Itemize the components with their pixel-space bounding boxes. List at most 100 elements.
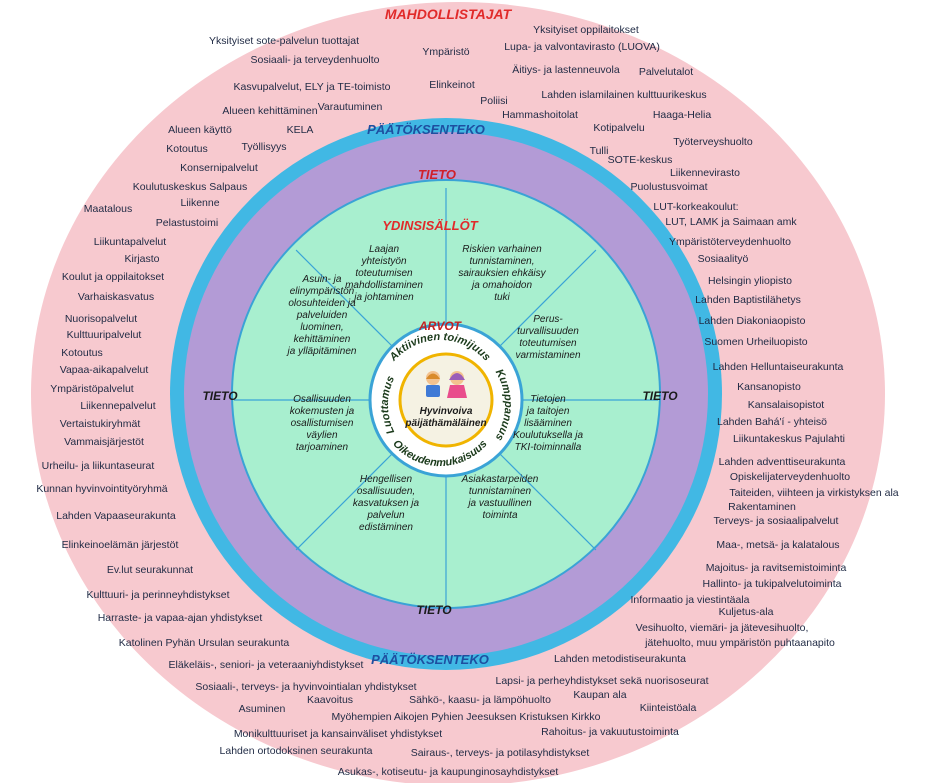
info-title-top: TIETO xyxy=(418,167,456,182)
center-title-line1: Hyvinvoiva xyxy=(420,406,473,417)
enabler-label: jätehuolto, muu ympäristön puhtaanapito xyxy=(644,637,835,649)
enabler-label: Sosiaali- ja terveydenhuolto xyxy=(251,54,380,66)
enabler-label: Lahden metodistiseurakunta xyxy=(554,653,686,665)
enabler-label: Sähkö-, kaasu- ja lämpöhuolto xyxy=(409,694,551,706)
enabler-label: Poliisi xyxy=(480,95,507,107)
enabler-label: Asuminen xyxy=(239,703,286,715)
enabler-label: Varautuminen xyxy=(318,101,383,113)
enabler-label: Liikenne xyxy=(180,197,219,209)
enabler-label: Kansalaisopistot xyxy=(748,399,825,411)
enabler-label: Kaupan ala xyxy=(573,689,626,701)
enabler-label: Ympäristöterveydenhuolto xyxy=(669,236,791,248)
enabler-label: Sosiaali-, terveys- ja hyvinvointialan y… xyxy=(195,681,416,693)
enabler-label: Vammaisjärjestöt xyxy=(64,436,144,448)
enabler-label: Liikuntakeskus Pajulahti xyxy=(733,433,845,445)
sector-divider xyxy=(295,453,393,551)
enabler-label: Maatalous xyxy=(84,203,132,215)
enabler-label: Lahden Diakoniaopisto xyxy=(699,315,806,327)
enabler-label: Kotipalvelu xyxy=(593,122,645,134)
enabler-label: Vesihuolto, viemäri- ja jätevesihuolto, xyxy=(636,622,809,634)
enabler-label: Palvelutalot xyxy=(639,66,693,78)
enabler-label: Ympäristö xyxy=(422,46,469,58)
decision-title-top: PÄÄTÖKSENTEKO xyxy=(367,122,485,137)
enabler-label: Elinkeinoelämän järjestöt xyxy=(62,539,179,551)
enabler-label: Puolustusvoimat xyxy=(630,181,707,193)
enabler-label: Majoitus- ja ravitsemistoiminta xyxy=(706,562,847,574)
enabler-label: Liikennevirasto xyxy=(670,167,740,179)
enabler-label: Rakentaminen xyxy=(728,501,796,513)
enabler-label: Konsernipalvelut xyxy=(180,162,258,174)
enablers-title: MAHDOLLISTAJAT xyxy=(385,6,513,22)
value-trust: Luottamus xyxy=(379,374,397,436)
enabler-label: Kasvupalvelut, ELY ja TE-toimisto xyxy=(234,81,391,93)
enabler-label: Myöhempien Aikojen Pyhien Jeesuksen Kris… xyxy=(331,711,600,723)
enabler-label: Urheilu- ja liikuntaseurat xyxy=(42,460,155,472)
enabler-label: Työterveyshuolto xyxy=(673,136,753,148)
center-circle xyxy=(398,352,494,448)
center-title-line2: päijäthämäläinen xyxy=(404,418,486,429)
enabler-label: Ev.lut seurakunnat xyxy=(107,564,193,576)
enabler-label: Hallinto- ja tukipalvelutoiminta xyxy=(703,578,842,590)
enabler-label: Elinkeinot xyxy=(429,79,475,91)
enabler-label: Lapsi- ja perheyhdistykset sekä nuorisos… xyxy=(495,675,708,687)
decision-title-bottom: PÄÄTÖKSENTEKO xyxy=(371,652,489,667)
enabler-label: Lahden Baptistilähetys xyxy=(695,294,801,306)
enabler-label: Lahden Helluntaiseurakunta xyxy=(713,361,844,373)
enabler-label: Pelastustoimi xyxy=(156,217,218,229)
sector-divider xyxy=(295,249,393,347)
enabler-label: Maa-, metsä- ja kalatalous xyxy=(716,539,839,551)
enabler-label: Alueen käyttö xyxy=(168,124,232,136)
enabler-label: Hammashoitolat xyxy=(502,109,578,121)
enabler-label: Opiskelijaterveydenhuolto xyxy=(730,471,850,483)
enabler-label: Haaga-Helia xyxy=(653,109,712,121)
enabler-label: Helsingin yliopisto xyxy=(708,275,792,287)
enabler-label: Taiteiden, viihteen ja virkistyksen ala xyxy=(729,487,898,499)
enabler-label: Suomen Urheiluopisto xyxy=(704,336,807,348)
core-contents-title: YDINSISÄLLÖT xyxy=(382,218,478,233)
enabler-label: Sosiaalityö xyxy=(698,253,749,265)
enabler-label: Kiinteistöala xyxy=(640,702,697,714)
enabler-label: Eläkeläis-, seniori- ja veteraaniyhdisty… xyxy=(169,659,364,671)
enabler-label: Kotoutus xyxy=(166,143,207,155)
enabler-label: Monikulttuuriset ja kansainväliset yhdis… xyxy=(234,728,442,740)
enabler-label: Kaavoitus xyxy=(307,694,353,706)
enabler-label: Työllisyys xyxy=(242,141,287,153)
enabler-label: Katolinen Pyhän Ursulan seurakunta xyxy=(119,637,290,649)
enabler-label: Lahden Vapaaseurakunta xyxy=(56,510,176,522)
sector-divider xyxy=(499,453,597,551)
enabler-label: Kotoutus xyxy=(61,347,102,359)
enabler-label: Lahden islamilainen kulttuurikeskus xyxy=(541,89,706,101)
enabler-label: Lahden Bahá'í - yhteisö xyxy=(717,416,827,428)
enabler-label: Äitiys- ja lastenneuvola xyxy=(512,64,620,76)
enabler-label: Yksityiset oppilaitokset xyxy=(533,24,639,36)
enabler-label: Asukas-, kotiseutu- ja kaupunginosayhdis… xyxy=(338,766,559,778)
enabler-label: Kulttuuri- ja perinneyhdistykset xyxy=(87,589,230,601)
enabler-label: Lupa- ja valvontavirasto (LUOVA) xyxy=(504,41,660,53)
enabler-label: Vertaistukiryhmät xyxy=(60,418,141,430)
enabler-label: Informaatio ja viestintäala xyxy=(630,594,749,606)
info-title-right: TIETO xyxy=(642,389,678,403)
enabler-label: Tulli xyxy=(590,145,609,157)
enabler-label: Varhaiskasvatus xyxy=(78,291,154,303)
enabler-label: Nuorisopalvelut xyxy=(65,313,137,325)
enabler-label: Liikennepalvelut xyxy=(80,400,155,412)
enabler-label: Alueen kehittäminen xyxy=(222,105,317,117)
enabler-label: Kirjasto xyxy=(124,253,159,265)
enabler-label: Yksityiset sote-palvelun tuottajat xyxy=(209,35,359,47)
enabler-label: Vapaa-aikapalvelut xyxy=(60,364,149,376)
enabler-label: Sairaus-, terveys- ja potilasyhdistykset xyxy=(411,747,590,759)
values-title: ARVOT xyxy=(418,319,463,333)
enabler-label: Lahden adventtiseurakunta xyxy=(719,456,846,468)
enabler-label: Koulutuskeskus Salpaus xyxy=(133,181,247,193)
enabler-label: Rahoitus- ja vakuutustoiminta xyxy=(541,726,679,738)
